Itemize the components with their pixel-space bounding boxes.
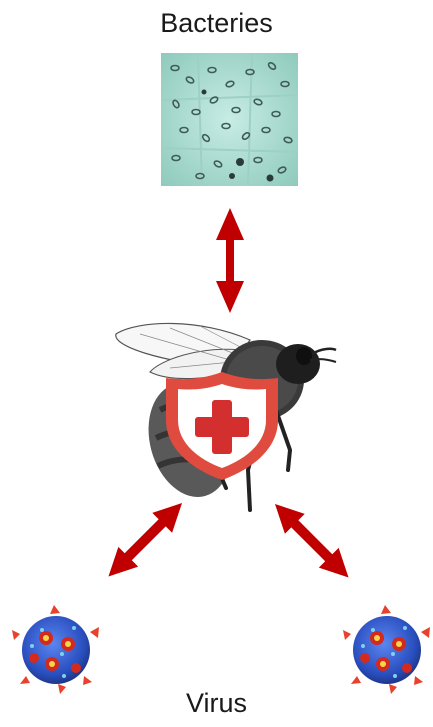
bacteria-bee-arrow [216, 208, 244, 313]
bee-virus-left-arrow [99, 493, 192, 586]
bacteria-micrograph [161, 53, 298, 186]
bee-virus-right-arrow [265, 494, 358, 587]
virus-left-icon [12, 605, 99, 694]
virus-right-icon [343, 605, 430, 694]
bee-with-shield-icon [116, 323, 336, 510]
